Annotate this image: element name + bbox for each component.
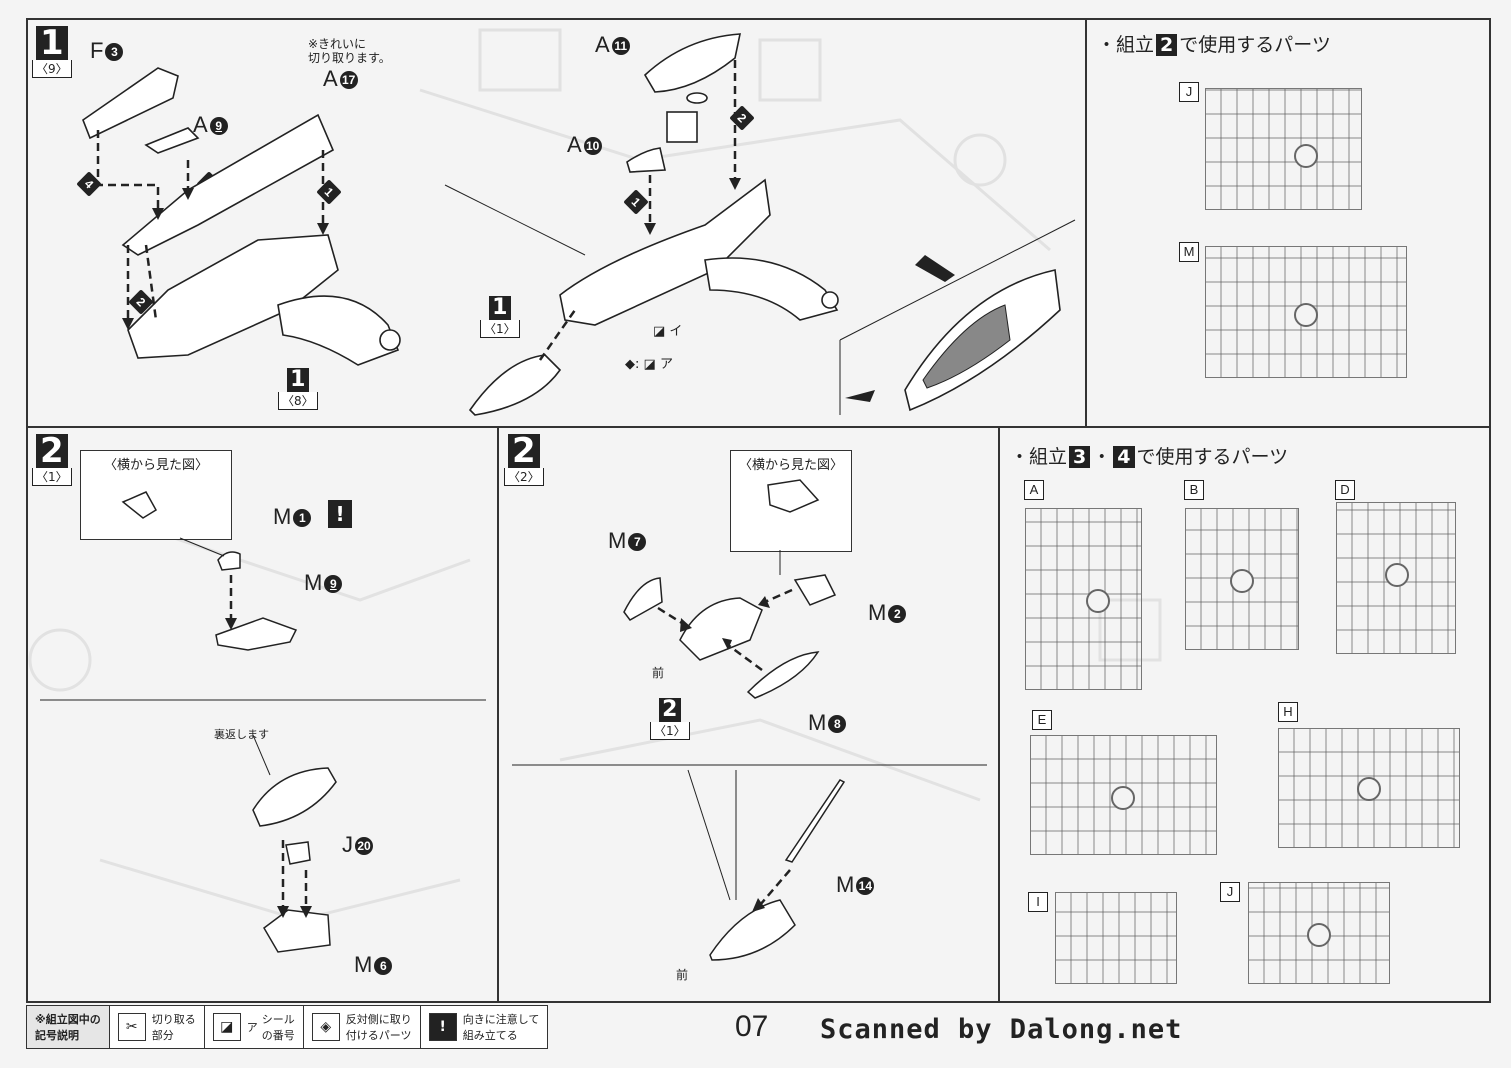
- scan-credit: Scanned by Dalong.net: [820, 1014, 1183, 1045]
- symbol-legend: ※組立図中の 記号説明 ✂ 切り取る 部分 ◪ ア シール の番号 ◈ 反対側に…: [26, 1005, 549, 1049]
- bottom-left-divider: [497, 426, 499, 1003]
- runner-e: [1030, 735, 1217, 855]
- step-number: 2 〈1〉: [32, 434, 72, 486]
- ref-step-1-1: 1 〈1〉: [480, 296, 520, 338]
- cut-cleanly-note: ※きれいに 切り取ります。: [308, 37, 391, 65]
- runner-a: [1025, 508, 1142, 690]
- flip-note: 裏返します: [214, 728, 269, 741]
- ref-step-1-8: 1 〈8〉: [278, 368, 318, 410]
- fuselage-assembly-drawing: [82, 67, 401, 366]
- runner-label-j: J: [1220, 882, 1240, 902]
- legend-mirror: ◈ 反対側に取り 付けるパーツ: [304, 1006, 421, 1048]
- runner-label-d: D: [1335, 480, 1355, 500]
- cut-icon: ✂: [117, 1013, 146, 1041]
- cockpit-assembly-drawing: [444, 33, 1076, 416]
- runner-label-m: M: [1179, 242, 1199, 262]
- caution-icon: !: [428, 1013, 457, 1041]
- step1-left-panel: 1 〈9〉 ※きれいに 切り取ります。 F3 A9 A17 4 3 1 2 1 …: [28, 20, 443, 425]
- runner-d: [1336, 502, 1456, 654]
- bottom-right-divider: [998, 426, 1000, 1003]
- page-number: 07: [735, 1010, 769, 1043]
- runner-label-b: B: [1184, 480, 1204, 500]
- outer-frame: [26, 18, 1491, 1003]
- front-label-lower: 前: [676, 968, 689, 982]
- caution-icon: !: [328, 500, 352, 528]
- legend-title: ※組立図中の 記号説明: [27, 1006, 110, 1048]
- runner-m: [1205, 246, 1407, 378]
- runner-h: [1278, 728, 1460, 848]
- runner-label-a: A: [1024, 480, 1044, 500]
- side-view-box: 〈横から見た図〉: [80, 450, 232, 540]
- runner-label-e: E: [1032, 710, 1052, 730]
- step2-2-drawing: [512, 479, 987, 961]
- runner-j: [1248, 882, 1390, 984]
- mirror-icon: ◈: [311, 1013, 340, 1041]
- sticker-icon: ◪: [212, 1013, 241, 1041]
- ref-step-2-1: 2 〈1〉: [650, 698, 690, 740]
- runner-label-h: H: [1278, 702, 1298, 722]
- sticker-i-label: ◪ イ: [653, 324, 683, 339]
- legend-cut: ✂ 切り取る 部分: [110, 1006, 205, 1048]
- runner-label-i: I: [1028, 892, 1048, 912]
- step-number: 2 〈2〉: [504, 434, 544, 486]
- step2-1-drawing: [40, 491, 486, 953]
- legend-caution: ! 向きに注意して 組み立てる: [421, 1006, 548, 1048]
- sticker-a-label: ◆: ◪ ア: [625, 357, 673, 372]
- legend-sticker: ◪ ア シール の番号: [205, 1006, 304, 1048]
- step-number: 1 〈9〉: [32, 26, 72, 78]
- runner-b: [1185, 508, 1299, 650]
- front-label-upper: 前: [652, 666, 665, 680]
- runner-i: [1055, 892, 1177, 984]
- middle-divider: [26, 426, 1491, 428]
- runner-j: [1205, 88, 1362, 210]
- runner-label-j: J: [1179, 82, 1199, 102]
